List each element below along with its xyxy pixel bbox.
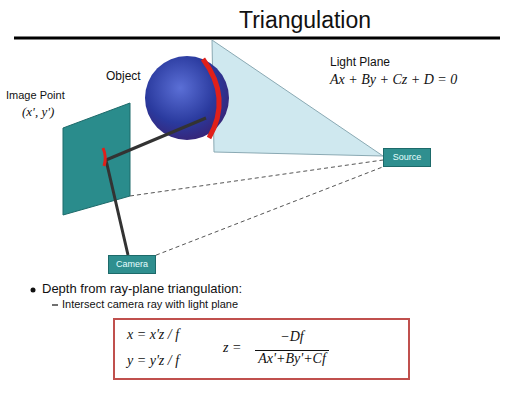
source-box: Source bbox=[383, 148, 431, 167]
plane-equation: Ax + By + Cz + D = 0 bbox=[330, 72, 457, 88]
image-plane bbox=[63, 103, 130, 215]
dashed-baseline bbox=[156, 167, 383, 255]
light-stripe bbox=[203, 59, 219, 138]
object-label: Object bbox=[106, 70, 141, 84]
formula: z = bbox=[223, 340, 241, 356]
camera-ray bbox=[106, 118, 206, 255]
title-rule bbox=[14, 37, 500, 40]
sub-bullet-text: Intersect camera ray with light plane bbox=[62, 298, 238, 311]
bullet-text: Depth from ray-plane triangulation: bbox=[42, 282, 242, 297]
image-point-mark bbox=[103, 148, 105, 166]
fraction-part: −Df bbox=[255, 329, 329, 345]
formula: y = y'z / f bbox=[127, 353, 179, 369]
box-label: Camera bbox=[116, 259, 148, 269]
slide-title: Triangulation bbox=[200, 7, 410, 33]
image-point-coords: (x', y') bbox=[22, 105, 54, 120]
equation-box: x = x'z / f y = y'z / f z = −DfAx'+By'+Cf bbox=[113, 318, 410, 380]
camera-box: Camera bbox=[108, 255, 156, 274]
fraction-part: Ax'+By'+Cf bbox=[255, 350, 329, 367]
sub-bullet bbox=[52, 304, 58, 305]
formula: x = x'z / f bbox=[127, 327, 179, 343]
plane-label: Light Plane bbox=[330, 56, 390, 70]
box-label: Source bbox=[393, 152, 422, 162]
baseline-line bbox=[130, 160, 383, 196]
image-point-label: Image Point bbox=[6, 89, 65, 102]
bullet bbox=[31, 288, 36, 293]
